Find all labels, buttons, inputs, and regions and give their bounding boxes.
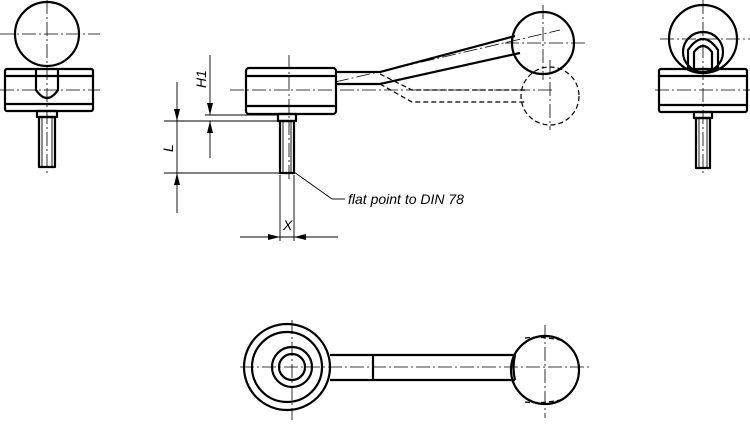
flat-point-note-text: flat point to DIN 78	[348, 191, 464, 207]
right-end-view	[655, 0, 750, 176]
left-end-view	[0, 0, 100, 176]
x-label: X	[282, 217, 293, 233]
l-label: L	[160, 144, 176, 152]
h1-label: H1	[193, 70, 209, 88]
flat-point-note: flat point to DIN 78	[293, 171, 464, 207]
bottom-plan-view	[240, 320, 590, 420]
middle-side-view	[230, 5, 585, 182]
dimension-l: L	[160, 82, 280, 213]
dimension-x: X	[240, 175, 338, 241]
